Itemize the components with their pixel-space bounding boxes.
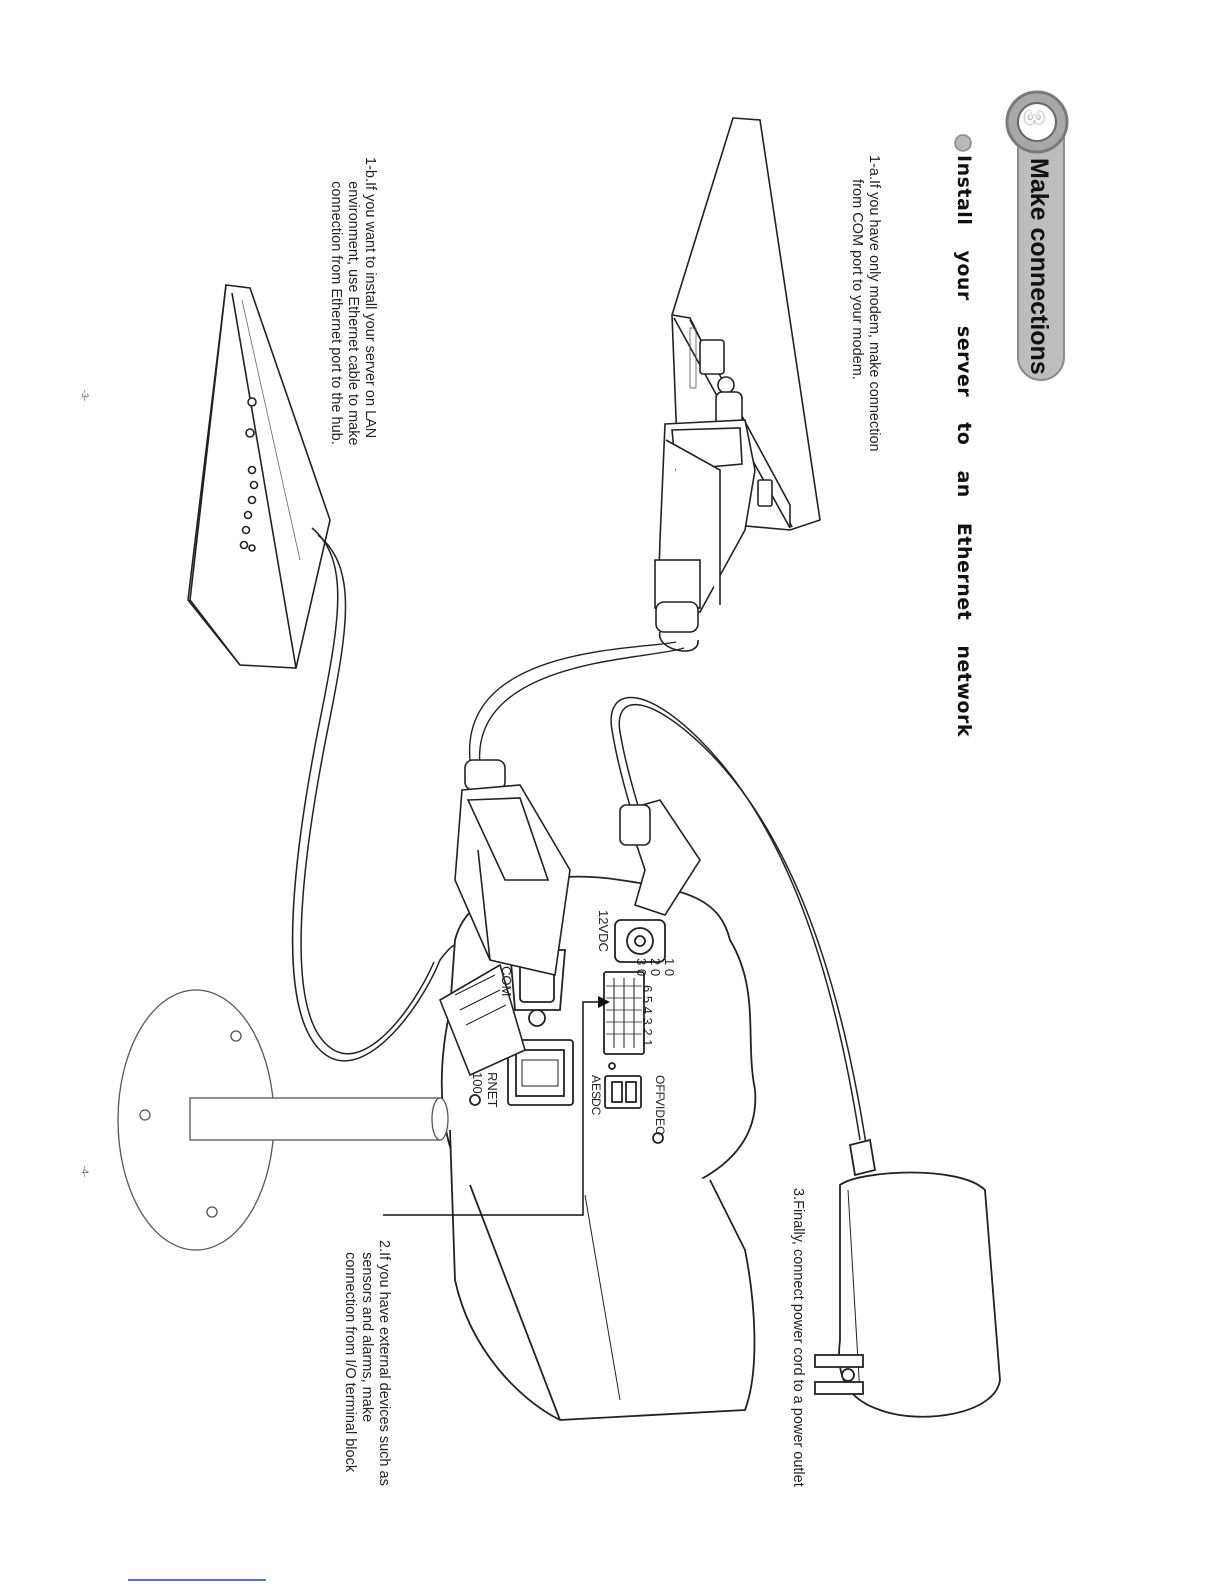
io-pins-row-label: 6 5 4 3 2 1 [639, 985, 656, 1046]
ethernet-cable [293, 528, 460, 1061]
bullet-icon [955, 135, 971, 151]
mount-bracket-illustration [118, 990, 448, 1250]
switch-dc-label: DC [587, 1098, 604, 1115]
instruction-2: 2.If you have external devices such as s… [341, 1240, 392, 1486]
page-number-right: -4- [80, 1166, 90, 1177]
dc-input-label: 12VDC [595, 910, 612, 952]
instruction-1a: 1-a.If you have only modem, make connect… [848, 155, 882, 452]
instruction-3: 3.Finally, connect power cord to a power… [789, 1188, 806, 1487]
section-title: Make connections [1024, 158, 1053, 375]
step-number: 3 [1018, 110, 1049, 125]
hub-illustration [188, 285, 330, 668]
switch-video-label: VIDEO [651, 1098, 668, 1135]
switch-off-label: OFF [651, 1075, 668, 1099]
section-subtitle: Install your server to an Ethernet netwo… [953, 155, 975, 737]
com-port-label: COM [498, 966, 515, 996]
page-number-left: -3- [80, 390, 90, 401]
instruction-1b: 1-b.If you want to install your server o… [327, 157, 378, 446]
ethernet-port-label: RNET 100 [470, 1072, 500, 1107]
power-adapter-illustration [815, 1140, 1000, 1417]
io-pins-top-label: 1 0 2 0 3 0 [634, 958, 676, 976]
switch-aes-label: AES [587, 1075, 604, 1099]
